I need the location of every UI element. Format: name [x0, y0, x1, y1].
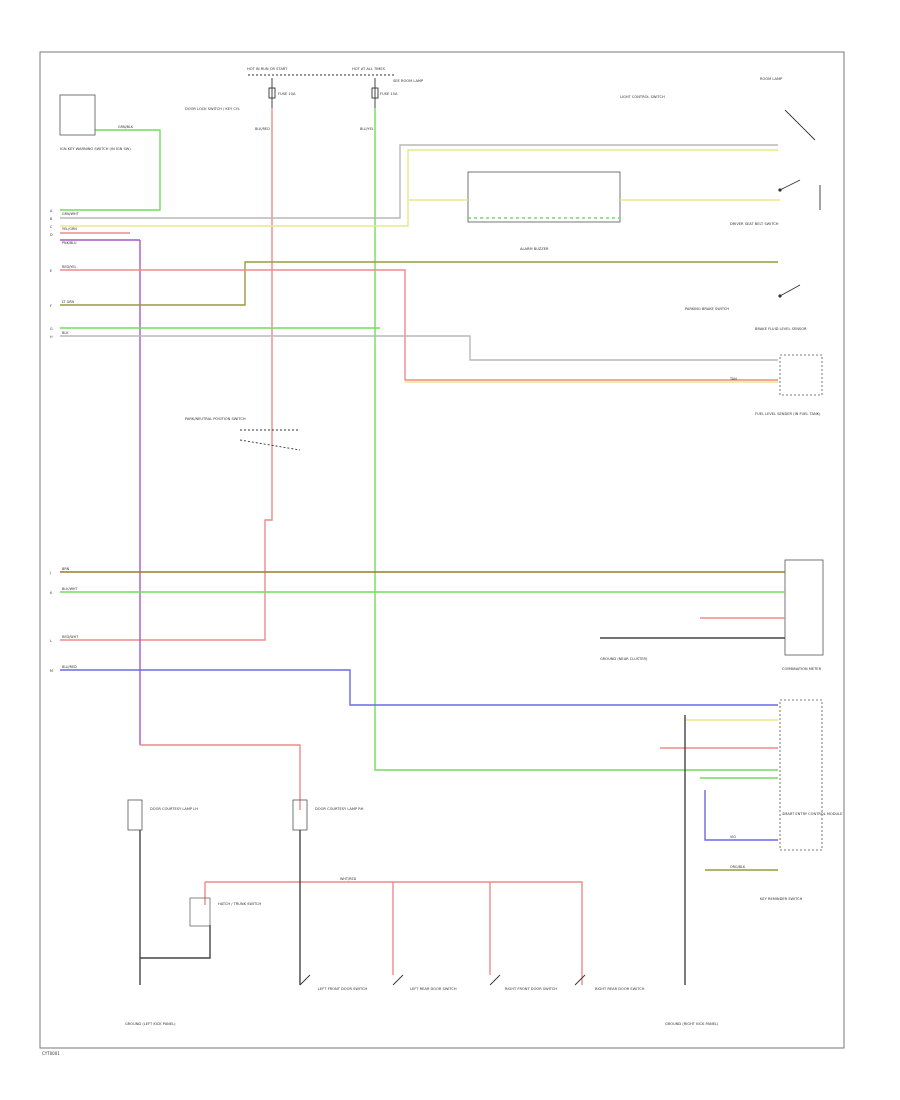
wl-grn-wht: GRN/WHT — [62, 212, 80, 216]
pin-m: M — [50, 669, 53, 673]
wl-yel-grn: YEL/GRN — [62, 227, 77, 231]
pin-j: J — [49, 571, 51, 575]
fuel-level-sender-box — [779, 354, 823, 396]
wl-lt-grn: LT GRN — [62, 300, 75, 304]
hot-always-label: HOT AT ALL TIMES — [352, 67, 386, 71]
wl-red-wht: RED/WHT — [62, 635, 79, 639]
cluster-ground-label: GROUND (NEAR CLUSTER) — [600, 657, 648, 661]
footer-code: CYT0001 — [42, 1051, 60, 1056]
wire-olive-parking-brake — [60, 261, 778, 306]
pin-b: B — [50, 217, 53, 221]
pin-e: E — [50, 269, 52, 273]
park-neutral-switch-icon — [239, 429, 301, 451]
door-switch-rear-right-icon — [574, 974, 586, 986]
buzzer-unit-label: ALARM BUZZER — [520, 247, 549, 251]
light-switch-label: LIGHT CONTROL SWITCH — [620, 95, 665, 99]
door-switch-front-right-icon — [489, 974, 501, 986]
smart-entry-label: SMART ENTRY CONTROL MODULE — [782, 812, 843, 816]
pin-g: G — [50, 327, 53, 331]
parking-brake-switch-icon — [778, 284, 801, 298]
driver-seat-belt-label: DRIVER SEAT BELT SWITCH — [730, 222, 779, 226]
wl-vio: VIO — [730, 835, 736, 839]
pin-l: L — [50, 639, 52, 643]
fuse-right-note: SEE ROOM LAMP — [393, 79, 424, 83]
wl-tan: TAN — [729, 377, 737, 381]
top-wire-right-label: BLU/YEL — [360, 127, 374, 131]
wire-red-lamp-bus — [140, 744, 301, 810]
hot-run-label: HOT IN RUN OR START — [247, 67, 288, 71]
wire-white-buzzer — [60, 144, 778, 219]
pin-c: C — [50, 225, 53, 229]
pin-h: H — [50, 335, 53, 339]
diagram-frame — [39, 51, 845, 1049]
wire-blue-smart — [704, 790, 778, 841]
meter-label: COMBINATION METER — [782, 667, 822, 671]
pin-f: F — [50, 304, 52, 308]
room-lamp-switch-icon — [784, 109, 816, 141]
hatch-switch-label: HATCH / TRUNK SWITCH — [218, 902, 261, 906]
wire-yellow-room — [60, 149, 778, 227]
room-lamp-label: ROOM LAMP — [760, 77, 783, 81]
top-wire-left-label: BLK/RED — [255, 127, 270, 131]
fuel-level-label: FUEL LEVEL SENDER (IN FUEL TANK) — [755, 412, 821, 416]
wl-blk: BLK — [62, 331, 69, 335]
fuse-right-icon — [371, 78, 379, 108]
wire-red-door-bus — [205, 881, 583, 985]
wire-blue-main — [60, 669, 778, 706]
hatch-switch-icon — [189, 897, 211, 927]
door-lamp-left-label: DOOR COURTESY LAMP LH — [150, 807, 198, 811]
door-sw-rl-label: LEFT REAR DOOR SWITCH — [410, 987, 457, 991]
door-lamp-right-label: DOOR COURTESY LAMP RH — [315, 807, 364, 811]
fuse-right-label: FUSE 15A — [380, 92, 398, 96]
door-switch-rear-left-icon — [392, 974, 404, 986]
wl-blu-red: BLU/RED — [62, 665, 77, 669]
park-neutral-label: PARK/NEUTRAL POSITION SWITCH — [185, 417, 246, 421]
driver-seat-belt-switch — [778, 179, 821, 210]
brake-fluid-label: BRAKE FLUID LEVEL SENSOR — [755, 327, 807, 331]
ign-key-switch-box — [59, 94, 96, 136]
wire-red-brake-fluid — [60, 269, 778, 381]
wl-brn: BRN — [62, 567, 70, 571]
ign-key-switch-label: IGN KEY WARNING SWITCH (IN IGN SW) — [60, 147, 131, 151]
key-reminder-label: KEY REMINDER SWITCH — [760, 897, 803, 901]
wl-blk-wht: BLK/WHT — [62, 587, 78, 591]
wl-org-blk: ORG/BLK — [730, 865, 746, 869]
ground-right-label: GROUND (RIGHT KICK PANEL) — [665, 1022, 719, 1026]
fuse-left-icon — [268, 78, 276, 108]
door-switch-front-left-icon — [299, 974, 311, 986]
pin-k: K — [50, 591, 53, 595]
wire-green-fuse-right — [374, 108, 778, 771]
parking-brake-label: PARKING BRAKE SWITCH — [685, 307, 729, 311]
wire-red-fuse-left — [60, 108, 273, 641]
fuse-left-label: FUSE 10A — [278, 92, 296, 96]
wl-wht-red: WHT/RED — [340, 877, 357, 881]
meter-connector-box — [784, 559, 824, 656]
wl-grn-blk: GRN/BLK — [118, 125, 134, 129]
pin-d: D — [50, 233, 53, 237]
ground-left-label: GROUND (LEFT KICK PANEL) — [125, 1022, 176, 1026]
smart-entry-box — [779, 699, 823, 851]
door-lock-switch-label: DOOR LOCK SWITCH / KEY CYL — [185, 107, 240, 111]
door-sw-fr-label: RIGHT FRONT DOOR SWITCH — [505, 987, 557, 991]
door-sw-rr-label: RIGHT REAR DOOR SWITCH — [595, 987, 645, 991]
wire-white-fuel — [60, 335, 778, 361]
wl-pnk-blu: PNK/BLU — [62, 241, 77, 245]
wl-red-yel: RED/YEL — [62, 265, 76, 269]
wire-green-ign-key — [60, 129, 161, 211]
door-sw-fl-label: LEFT FRONT DOOR SWITCH — [318, 987, 367, 991]
wire-black-hatch — [140, 925, 211, 959]
door-lamp-left-icon — [127, 799, 143, 831]
buzzer-unit-box — [467, 171, 621, 223]
pin-a: A — [50, 209, 53, 213]
